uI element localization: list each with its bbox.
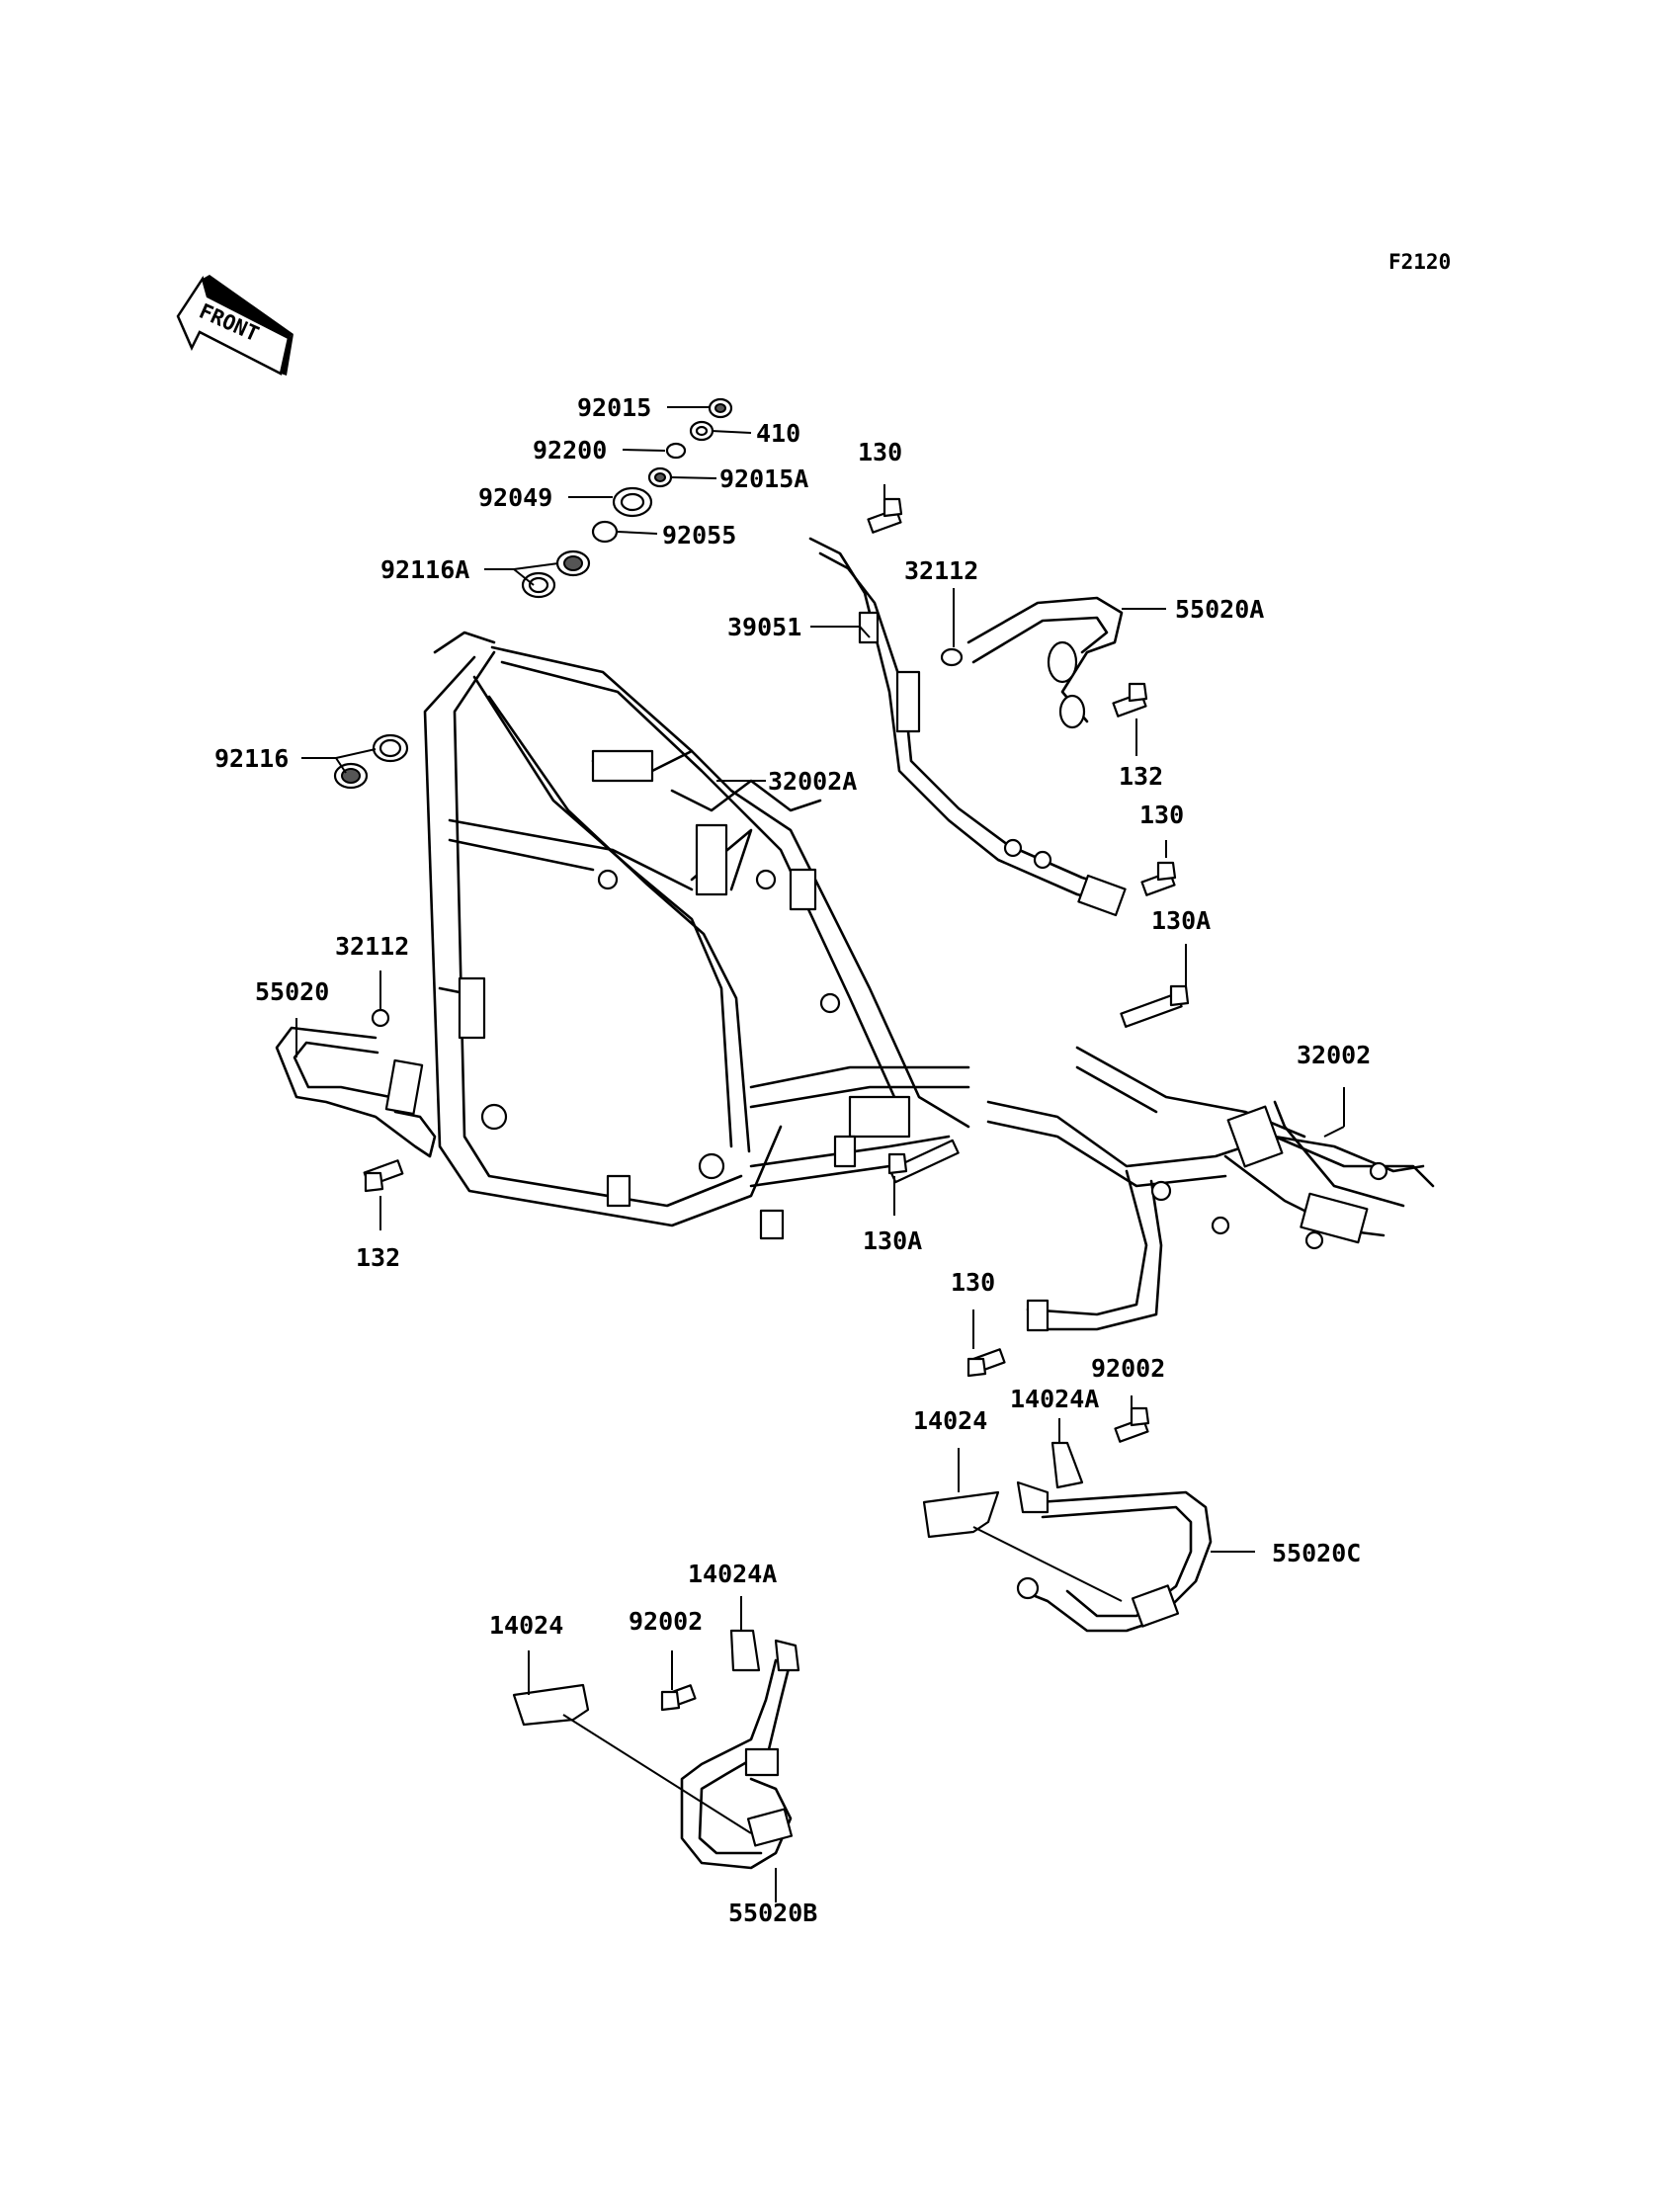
callout-130a-right: 130A xyxy=(1151,906,1211,935)
callout-410: 410 xyxy=(756,419,800,448)
guard-55020c xyxy=(922,1441,1213,1633)
callout-130a-mid: 130A xyxy=(863,1226,922,1255)
callout-32002: 32002 xyxy=(1297,1041,1371,1069)
bolt-132-top-icon xyxy=(1112,682,1148,718)
figure-code: F2120 xyxy=(1388,250,1451,274)
callout-92055: 92055 xyxy=(662,521,736,549)
callout-14024-right: 14024 xyxy=(913,1406,987,1435)
callout-39051: 39051 xyxy=(727,613,801,641)
callout-130-top: 130 xyxy=(858,438,902,466)
callout-55020b: 55020B xyxy=(728,1899,817,1927)
bolt-130-low-icon xyxy=(966,1348,1006,1378)
guard-55020 xyxy=(275,1008,437,1158)
callout-labels: 92015 410 92200 92015A 92049 92055 92116… xyxy=(214,393,1371,1927)
bolts xyxy=(363,497,1190,1712)
callout-92002-left: 92002 xyxy=(629,1607,703,1636)
bolt-130-top-icon xyxy=(867,497,903,534)
callout-14024-left: 14024 xyxy=(489,1611,563,1640)
guard-55020b xyxy=(512,1629,800,1870)
main-frame xyxy=(423,631,970,1240)
callout-32112-top: 32112 xyxy=(904,556,978,585)
callout-92002-right: 92002 xyxy=(1091,1354,1165,1383)
side-rail xyxy=(808,537,1127,917)
bolt-130-mid-icon xyxy=(1140,861,1177,896)
callout-32112-left: 32112 xyxy=(335,932,409,961)
callout-14024a-left: 14024A xyxy=(688,1560,777,1588)
front-arrow-icon: FRONT xyxy=(176,275,294,376)
callout-92015: 92015 xyxy=(577,393,651,422)
callout-55020c: 55020C xyxy=(1272,1539,1361,1567)
leader-lines xyxy=(295,406,1345,1902)
bolt-92002-right-icon xyxy=(1114,1406,1150,1443)
callout-92015a: 92015A xyxy=(719,465,808,493)
callout-130-low: 130 xyxy=(951,1268,995,1297)
callout-92116: 92116 xyxy=(214,744,289,773)
bolt-132-left-icon xyxy=(363,1159,404,1193)
bolt-130a-right-icon xyxy=(1120,984,1190,1028)
callout-132-top: 132 xyxy=(1119,762,1163,791)
callout-92200: 92200 xyxy=(533,436,607,465)
callout-55020: 55020 xyxy=(255,977,329,1006)
callout-132-left: 132 xyxy=(356,1243,400,1272)
guard-55020a xyxy=(940,596,1124,729)
bolt-92002-left-icon xyxy=(660,1684,697,1712)
callout-130-mid: 130 xyxy=(1139,801,1184,829)
callout-55020a: 55020A xyxy=(1175,595,1264,624)
bolt-130a-mid-icon xyxy=(887,1139,960,1184)
callout-92116a: 92116A xyxy=(380,555,469,584)
callout-32002a: 32002A xyxy=(768,767,857,796)
callout-14024a-right: 14024A xyxy=(1010,1385,1099,1413)
sub-frame xyxy=(986,1046,1435,1332)
callout-92049: 92049 xyxy=(478,483,552,512)
